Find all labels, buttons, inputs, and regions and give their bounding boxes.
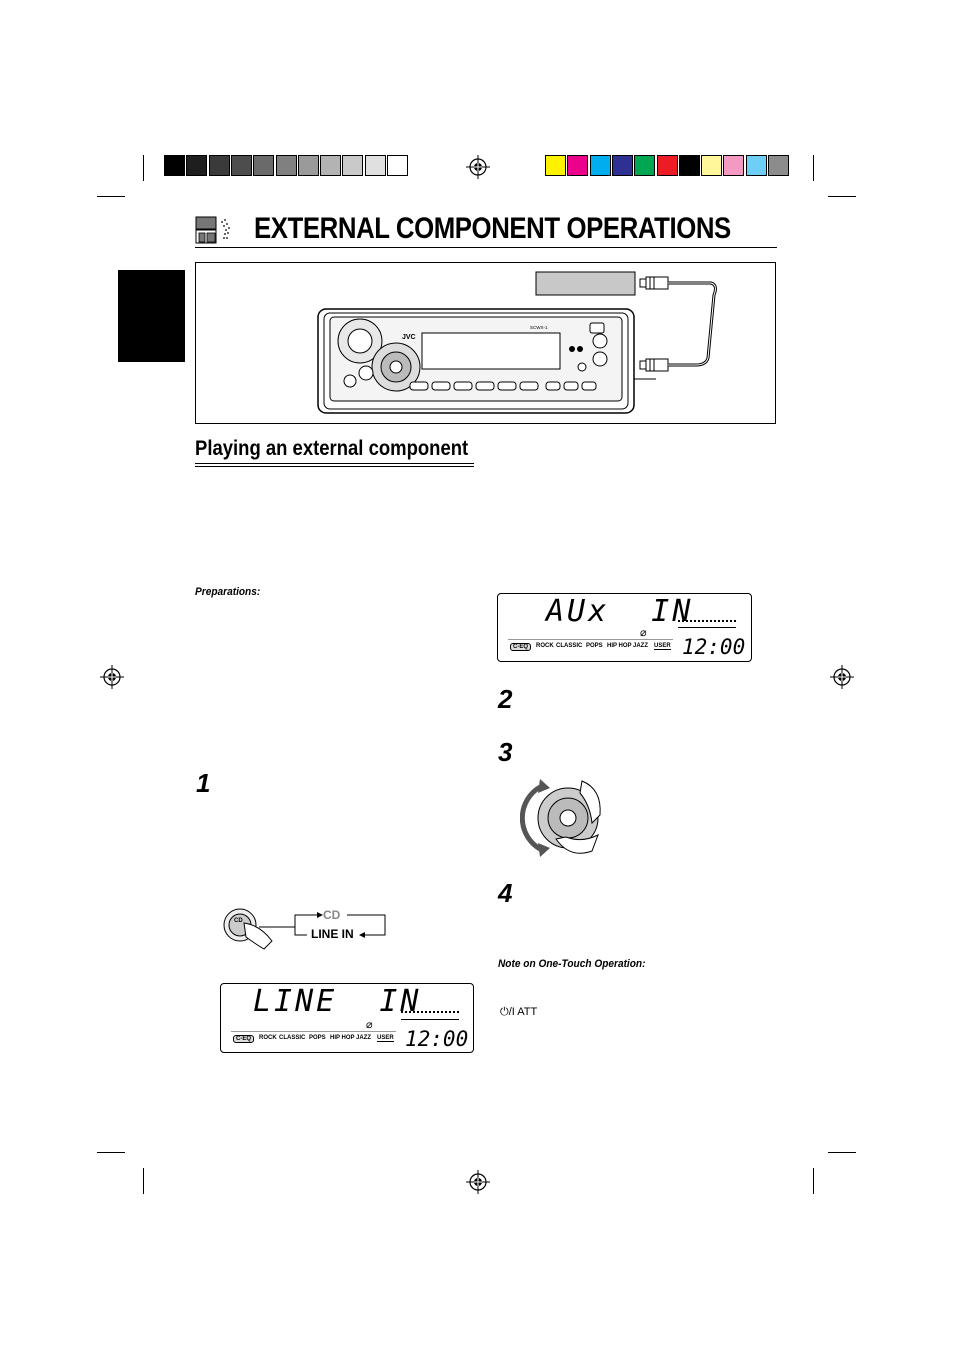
- color-swatch: [634, 155, 656, 176]
- color-swatch: [589, 155, 611, 176]
- note-label: Note on One-Touch Operation:: [498, 958, 646, 970]
- color-swatch: [230, 155, 252, 176]
- color-swatch: [745, 155, 767, 176]
- eq-mode-label: JAZZ: [633, 643, 648, 649]
- color-swatch: [387, 155, 408, 176]
- clock-display: 12:00: [682, 635, 746, 659]
- eq-mode-label: USER: [654, 643, 671, 650]
- color-swatch: [701, 155, 723, 176]
- heading-underline: [195, 463, 474, 464]
- registration-mark-icon: [830, 665, 854, 689]
- att-label: ATT: [517, 1006, 538, 1018]
- crop-mark: [813, 1168, 814, 1194]
- power-icon: ⏻/I: [500, 1006, 515, 1018]
- color-swatch: [567, 155, 589, 176]
- disc-icon: ⌀: [366, 1019, 373, 1031]
- color-swatch: [678, 155, 700, 176]
- heading-underline: [195, 466, 474, 467]
- crop-mark: [828, 196, 856, 197]
- step-number: 1: [196, 768, 211, 798]
- source-line-in-label: LINE IN: [311, 927, 354, 941]
- eq-mode-label: ROCK: [259, 1035, 277, 1041]
- eq-mode-label: CLASSIC: [279, 1035, 306, 1041]
- registration-mark-icon: [100, 665, 124, 689]
- brand-logo: JVC: [402, 334, 416, 341]
- crop-mark: [813, 155, 814, 181]
- crop-mark: [97, 196, 125, 197]
- color-swatch: [611, 155, 633, 176]
- eq-mode-label: USER: [377, 1035, 394, 1042]
- cd-button-label: CD: [234, 918, 243, 924]
- external-component-icon: [195, 216, 230, 244]
- eq-mode-label: HIP HOP: [330, 1035, 355, 1041]
- eq-mode-label: JAZZ: [356, 1035, 371, 1041]
- source-cd-label: CD: [323, 908, 341, 922]
- eq-mode-label: CLASSIC: [556, 643, 583, 649]
- color-swatch: [545, 155, 566, 176]
- source-cycle-arrow-icon: [259, 912, 386, 938]
- color-swatch: [320, 155, 342, 176]
- crop-mark: [97, 1152, 125, 1153]
- disc-icon: ⌀: [640, 627, 647, 639]
- color-swatch: [186, 155, 208, 176]
- control-dial-icon: [520, 779, 601, 857]
- preparations-label: Preparations:: [195, 586, 261, 598]
- color-swatch: [364, 155, 386, 176]
- crop-mark: [143, 155, 144, 181]
- eq-mode-label: C-EQ: [510, 643, 531, 651]
- crop-mark: [143, 1168, 144, 1194]
- section-heading: Playing an external component: [195, 437, 469, 460]
- color-swatch: [342, 155, 364, 176]
- color-swatch: [656, 155, 678, 176]
- registration-mark-icon: [466, 155, 490, 179]
- step-number: 4: [498, 878, 513, 908]
- display-main-text: LINE IN: [253, 984, 422, 1019]
- registration-mark-icon: [466, 1170, 490, 1194]
- color-swatch: [275, 155, 297, 176]
- crop-mark: [828, 1152, 856, 1153]
- eq-mode-label: POPS: [586, 643, 603, 649]
- step-number: 2: [498, 684, 513, 714]
- display-main-text: AUx IN: [546, 594, 694, 629]
- language-side-tab: [118, 270, 185, 362]
- connection-diagram: JVC SCWX-1: [195, 262, 776, 424]
- page-title: EXTERNAL COMPONENT OPERATIONS: [254, 212, 731, 245]
- eq-mode-label: HIP HOP: [607, 643, 632, 649]
- step-number: 3: [498, 737, 513, 767]
- car-stereo-illustration: JVC SCWX-1: [317, 271, 717, 414]
- title-underline: [195, 247, 777, 248]
- color-swatch: [723, 155, 745, 176]
- color-swatch: [253, 155, 275, 176]
- eq-mode-label: POPS: [309, 1035, 326, 1041]
- model-label: SCWX-1: [530, 325, 548, 330]
- color-swatch: [768, 155, 789, 176]
- eq-mode-label: C-EQ: [233, 1035, 254, 1043]
- eq-mode-label: ROCK: [536, 643, 554, 649]
- color-swatch: [297, 155, 319, 176]
- clock-display: 12:00: [405, 1027, 469, 1051]
- color-swatch: [208, 155, 230, 176]
- power-att-label: ⏻/I ATT: [500, 1006, 537, 1019]
- cd-button-icon: [223, 908, 273, 950]
- color-swatch: [164, 155, 185, 176]
